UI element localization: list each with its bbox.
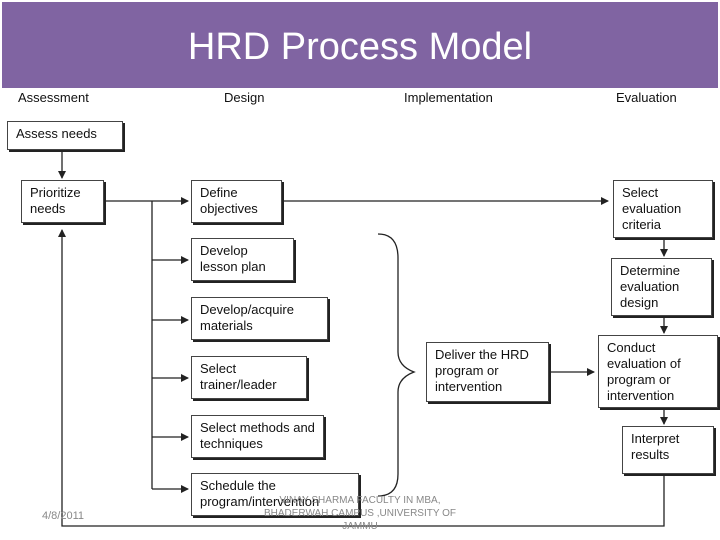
develop-lesson-plan-box: Develop lesson plan	[191, 238, 294, 281]
conduct-evaluation-box: Conduct evaluation of program or interve…	[598, 335, 718, 408]
design-brace	[377, 233, 416, 497]
define-objectives-box: Define objectives	[191, 180, 282, 223]
column-header-design: Design	[224, 90, 265, 105]
select-evaluation-criteria-box: Select evaluation criteria	[613, 180, 713, 238]
determine-evaluation-design-box: Determine evaluation design	[611, 258, 712, 316]
feedback-loop	[58, 229, 665, 527]
interpret-results-box: Interpret results	[622, 426, 714, 474]
schedule-program-box: Schedule the program/intervention	[191, 473, 359, 516]
footer-date: 4/8/2011	[42, 510, 85, 522]
deliver-program-box: Deliver the HRD program or intervention	[426, 342, 549, 402]
column-header-implementation: Implementation	[404, 90, 493, 105]
select-methods-box: Select methods and techniques	[191, 415, 324, 458]
column-header-evaluation: Evaluation	[616, 90, 677, 105]
develop-materials-box: Develop/acquire materials	[191, 297, 328, 340]
slide-title: HRD Process Model	[187, 26, 533, 68]
prioritize-needs-box: Prioritize needs	[21, 180, 104, 223]
assess-needs-box: Assess needs	[7, 121, 123, 150]
select-trainer-box: Select trainer/leader	[191, 356, 307, 399]
footer-author: VINAY SHARMA FACULTY IN MBA, BHADERWAH C…	[263, 495, 457, 532]
column-header-assessment: Assessment	[18, 90, 89, 105]
title-bar: HRD Process Model	[2, 2, 718, 88]
